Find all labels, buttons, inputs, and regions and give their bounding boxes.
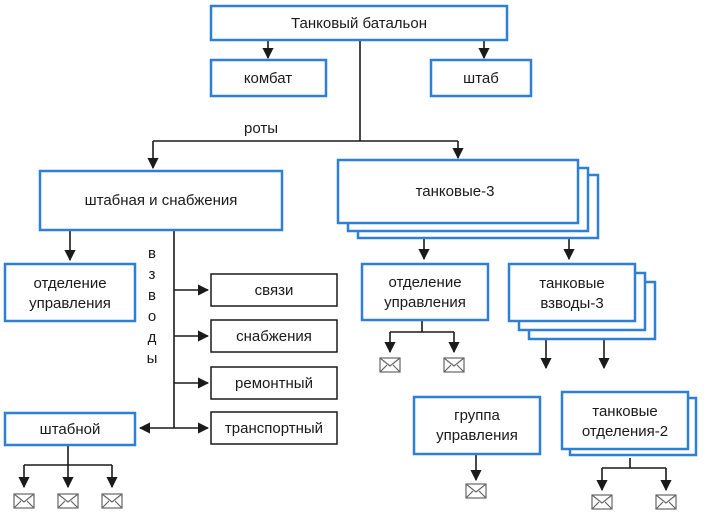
platoons-letter: о (148, 308, 156, 325)
platoon-supply-node: снабжения (210, 319, 338, 353)
left-control-section-line2: управления (29, 295, 111, 312)
shtab-node: штаб (429, 58, 533, 98)
hq-supply-company-label: штабная и снабжения (85, 192, 238, 209)
envelope-icon (57, 493, 79, 509)
platoons-letter: ы (147, 350, 158, 367)
staff-label: штабной (40, 421, 101, 438)
envelope-icon (13, 493, 35, 509)
connectors (18, 40, 672, 492)
platoon-supply-label: снабжения (236, 328, 312, 345)
left-control-section-node: отделение управления (3, 262, 137, 323)
right-control-section-line1: отделение (388, 274, 461, 291)
tank-sections-line2: отделения-2 (582, 423, 668, 440)
left-control-section-line1: отделение (33, 275, 106, 292)
envelope-icon (101, 493, 123, 509)
envelope-icon (443, 357, 465, 373)
tank-companies-label: танковые-3 (416, 183, 495, 200)
battalion-node: Танковый батальон (209, 4, 509, 42)
envelope-icon (379, 357, 401, 373)
right-control-section-line2: управления (384, 294, 466, 311)
platoons-letter: з (149, 266, 156, 283)
platoons-vertical-label: в з в о д ы (147, 245, 158, 367)
envelope-icon (465, 483, 487, 499)
kombat-label: комбат (244, 70, 292, 87)
battalion-label: Танковый батальон (291, 15, 427, 32)
tank-sections-node: танковые отделения-2 (560, 390, 698, 457)
platoon-repair-label: ремонтный (235, 375, 313, 392)
tank-platoons-node: танковые взводы-3 (507, 262, 657, 341)
platoons-letter: д (148, 329, 157, 346)
right-control-section-node: отделение управления (360, 262, 490, 322)
hq-supply-company-node: штабная и снабжения (38, 169, 284, 232)
staff-node: штабной (3, 411, 137, 447)
platoons-letter: в (148, 245, 156, 262)
tank-platoons-line2: взводы-3 (540, 295, 603, 312)
envelope-icon (655, 494, 677, 510)
platoon-transport-node: транспортный (210, 411, 338, 445)
envelope-icons (13, 357, 677, 510)
kombat-node: комбат (209, 58, 328, 98)
tank-sections-line1: танковые (592, 403, 658, 420)
platoon-repair-node: ремонтный (210, 366, 338, 400)
control-group-node: группа управления (412, 395, 542, 456)
shtab-label: штаб (463, 70, 499, 87)
tank-companies-node: танковые-3 (336, 158, 600, 240)
platoon-comm-node: связи (210, 273, 338, 307)
control-group-line2: управления (436, 427, 518, 444)
tank-platoons-line1: танковые (539, 275, 605, 292)
platoon-transport-label: транспортный (225, 420, 323, 437)
platoon-comm-label: связи (255, 282, 294, 299)
control-group-line1: группа (454, 407, 500, 424)
platoons-letter: в (148, 287, 156, 304)
roty-label: роты (244, 120, 278, 137)
envelope-icon (591, 494, 613, 510)
